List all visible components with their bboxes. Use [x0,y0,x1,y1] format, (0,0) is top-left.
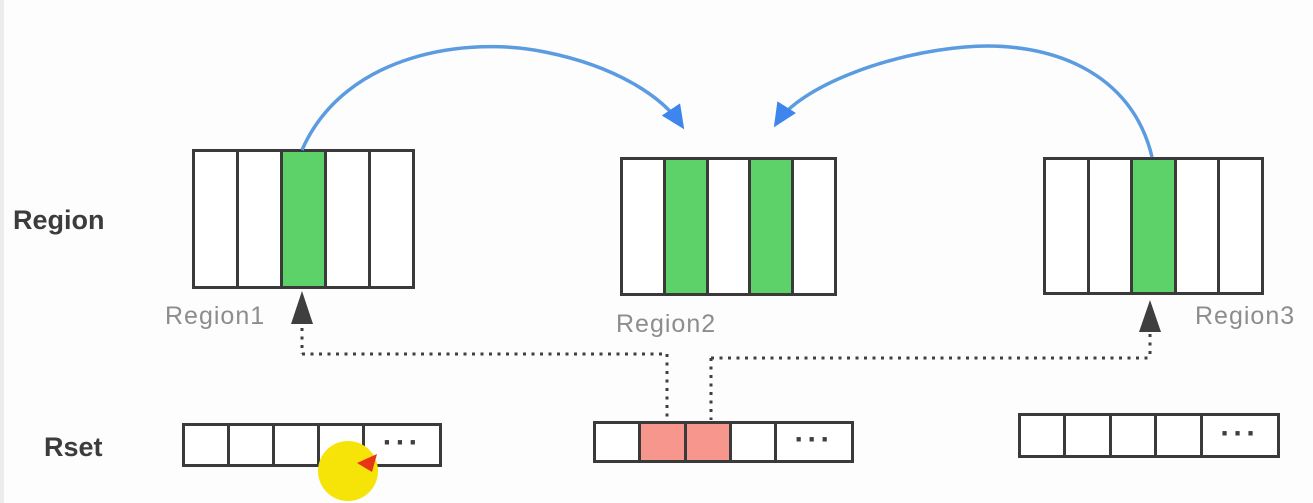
rset-cell [230,426,276,464]
rset-cell [1157,416,1203,455]
region-cell [1089,160,1134,292]
region-cell [623,160,666,293]
rset-cell [275,426,321,464]
pointer-highlight-dot [318,441,378,501]
region-cell [195,152,239,286]
rset3-array: ··· [1018,413,1280,458]
region-cell [794,160,834,293]
region-row-label: Region [13,205,105,235]
rset-cell [731,424,778,460]
rset2-array: ··· [593,421,854,463]
region-cell-highlighted [751,160,795,293]
region-cell [1176,160,1221,292]
region-cell [1220,160,1261,292]
rset-row-label: Rset [44,432,103,462]
region-cell [239,152,283,286]
rset-cell-highlighted [686,424,732,460]
region1-label: Region1 [165,302,266,330]
rset-cell [185,426,231,464]
rset-cell-ellipsis: ··· [1202,416,1278,455]
rset-cell-highlighted [641,424,687,460]
rset1-array: ··· [182,423,442,467]
left-edge-divider [0,0,4,503]
region-cell [371,152,412,286]
rset-cell [1021,416,1067,455]
blue-arrow-region1-to-region2 [300,44,685,151]
region-cell-highlighted [1133,160,1177,292]
region-cell [327,152,371,286]
region-cell-highlighted [283,152,327,286]
region2-label: Region2 [616,310,717,338]
region2-array [620,157,837,296]
rset-cell-ellipsis: ··· [365,426,440,464]
ellipsis-dots: ··· [794,423,834,456]
rset-cell [1066,416,1112,455]
rset-cell [596,424,642,460]
region3-array [1043,157,1264,295]
region1-array [192,149,415,289]
region-cell [1046,160,1090,292]
ellipsis-dots: ··· [382,426,422,459]
blue-arrow-region3-to-region2 [773,44,1154,158]
rset-cell-ellipsis: ··· [777,423,852,460]
region-cell [708,160,752,293]
up-arrow-to-region3 [1139,300,1161,332]
ellipsis-dots: ··· [1220,416,1260,450]
rset-cell [1111,416,1158,455]
region3-label: Region3 [1195,302,1296,330]
region-cell-highlighted [665,160,709,293]
up-arrow-to-region1 [291,291,313,324]
